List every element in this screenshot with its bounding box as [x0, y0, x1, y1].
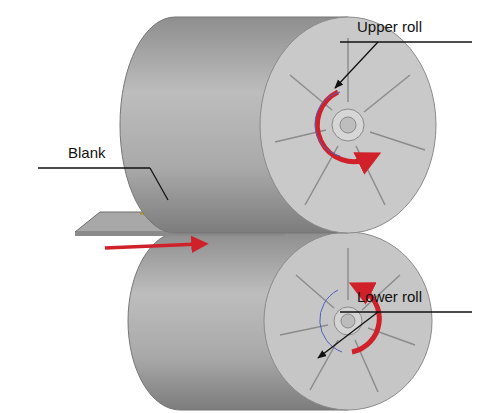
lower-roll — [128, 232, 432, 410]
part-label: Lower roll — [357, 288, 422, 306]
leader-lines — [38, 42, 472, 358]
part-label: Upper roll — [357, 18, 422, 36]
upper-roll — [120, 17, 436, 233]
part-label: Blank — [68, 144, 106, 162]
